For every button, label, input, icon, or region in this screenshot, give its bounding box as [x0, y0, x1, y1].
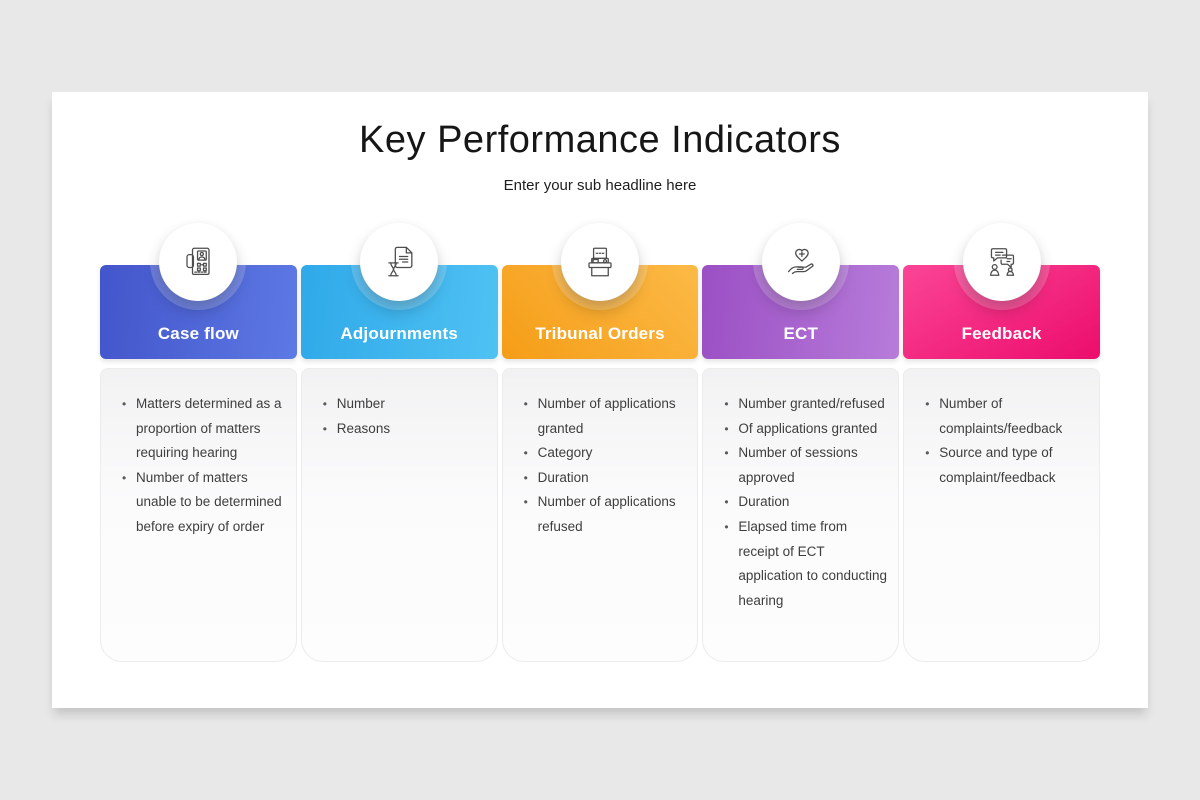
- kpi-cards-row: Case flow Matters determined as a propor…: [100, 223, 1100, 662]
- tribunal-bench-icon: [588, 247, 612, 277]
- bullet-item: Number of applications refused: [523, 490, 688, 539]
- kpi-card-feedback: Feedback Number of complaints/feedbackSo…: [903, 223, 1100, 662]
- icon-badge: [560, 223, 639, 301]
- bullet-list: Number of applications grantedCategoryDu…: [503, 369, 698, 540]
- kpi-card-adjournments: Adjournments NumberReasons: [300, 223, 498, 662]
- bullet-item: Source and type of complaint/feedback: [924, 441, 1089, 490]
- card-body: Number granted/refusedOf applications gr…: [702, 368, 900, 662]
- icon-badge: [159, 223, 238, 301]
- icon-badge: [360, 223, 439, 301]
- bullet-item: Number of applications granted: [523, 392, 688, 441]
- card-body: Number of applications grantedCategoryDu…: [501, 368, 699, 662]
- card-header: Feedback: [903, 265, 1100, 359]
- bullet-item: Reasons: [322, 417, 487, 442]
- bullet-item: Elapsed time from receipt of ECT applica…: [723, 515, 888, 613]
- bullet-item: Of applications granted: [723, 417, 888, 442]
- card-body: Matters determined as a proportion of ma…: [100, 368, 297, 662]
- card-title: Case flow: [157, 324, 239, 343]
- slide-canvas: Key Performance Indicators Enter your su…: [52, 92, 1148, 708]
- kpi-card-ect: ECT Number granted/refusedOf application…: [702, 223, 900, 662]
- hourglass-document-icon: [388, 246, 413, 277]
- page-title: Key Performance Indicators: [359, 119, 841, 161]
- card-body: NumberReasons: [300, 368, 498, 662]
- kpi-card-case-flow: Case flow Matters determined as a propor…: [100, 223, 297, 662]
- bullet-item: Matters determined as a proportion of ma…: [121, 392, 286, 466]
- bullet-list: Matters determined as a proportion of ma…: [101, 369, 296, 540]
- card-title: Feedback: [961, 324, 1042, 343]
- bullet-item: Category: [523, 441, 688, 466]
- bullet-item: Number of sessions approved: [723, 441, 888, 490]
- feedback-chat-icon: [989, 248, 1014, 276]
- bullet-item: Number of complaints/feedback: [924, 392, 1089, 441]
- bullet-list: Number granted/refusedOf applications gr…: [703, 369, 898, 613]
- bullet-item: Duration: [523, 466, 688, 491]
- kpi-card-tribunal-orders: Tribunal Orders Number of applications g…: [501, 223, 699, 662]
- card-title: Adjournments: [340, 324, 458, 343]
- icon-badge: [962, 223, 1041, 301]
- page-subtitle: Enter your sub headline here: [503, 177, 697, 194]
- bullet-list: NumberReasons: [302, 369, 497, 441]
- bullet-list: Number of complaints/feedbackSource and …: [904, 369, 1099, 490]
- bullet-item: Duration: [723, 490, 888, 515]
- card-title: Tribunal Orders: [535, 324, 665, 343]
- hand-heart-icon: [787, 248, 814, 275]
- bullet-item: Number of matters unable to be determine…: [121, 466, 286, 540]
- bullet-item: Number: [322, 392, 487, 417]
- case-file-icon: [186, 247, 211, 276]
- icon-badge: [761, 223, 840, 301]
- bullet-item: Number granted/refused: [723, 392, 888, 417]
- card-body: Number of complaints/feedbackSource and …: [903, 368, 1100, 662]
- card-title: ECT: [783, 324, 819, 343]
- card-header: Tribunal Orders: [501, 265, 699, 359]
